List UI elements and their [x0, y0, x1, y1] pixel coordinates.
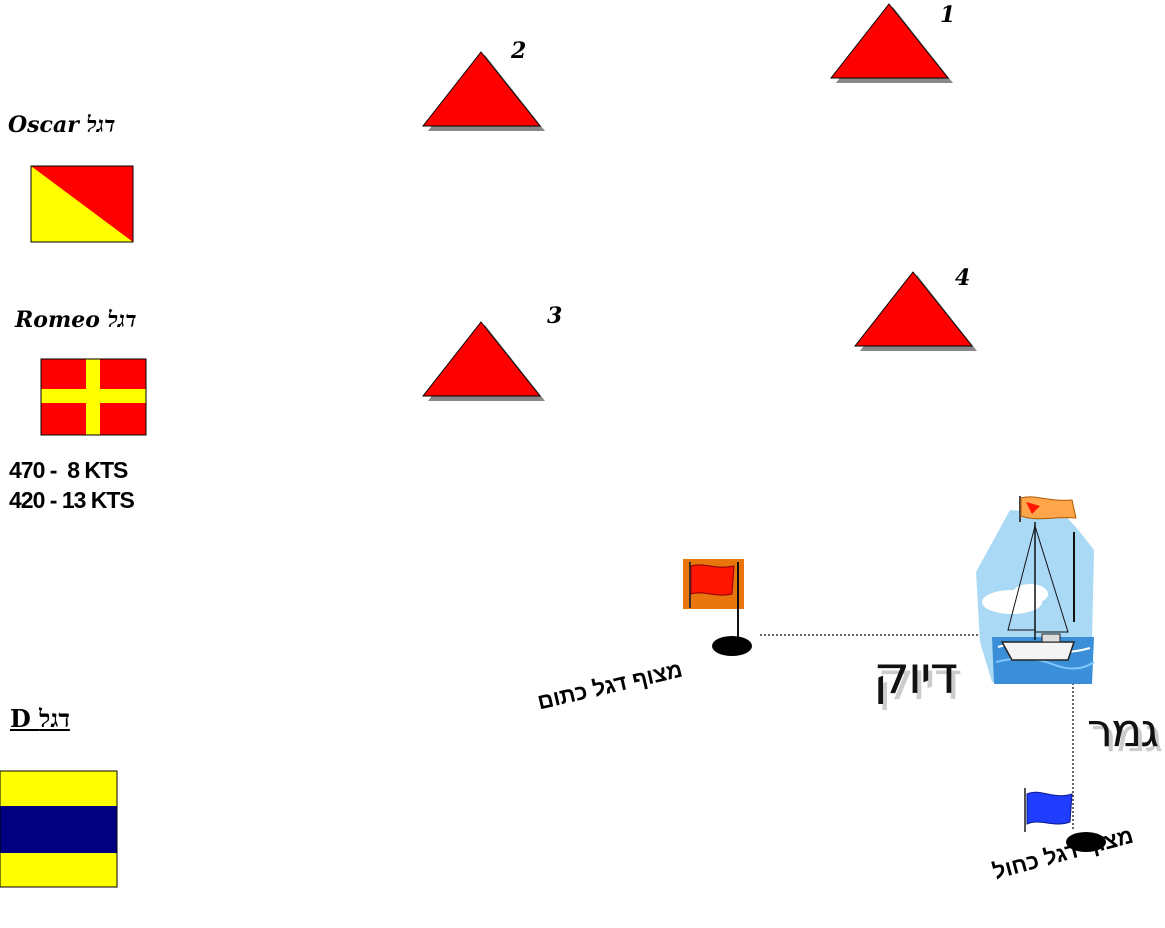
orange-flag-icon	[682, 558, 752, 658]
precision-label: דיוק	[873, 646, 956, 706]
finish-label: גמר	[1087, 703, 1157, 757]
committee-boat-icon	[972, 492, 1162, 687]
